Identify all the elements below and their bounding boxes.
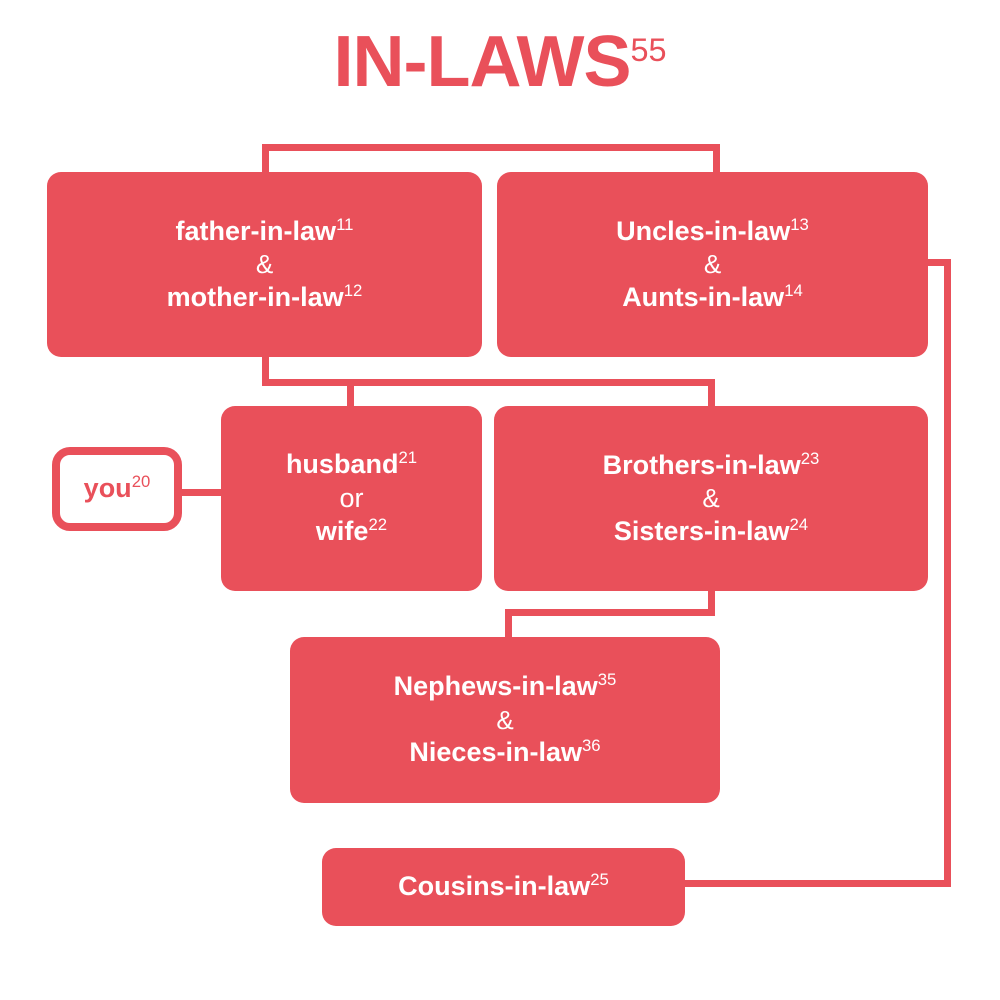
node-parents-conjunction: & xyxy=(255,249,274,280)
connector-cousins-horizontal xyxy=(680,880,951,887)
node-spouse-conjunction: or xyxy=(339,482,364,513)
connector-parents-drop xyxy=(262,350,269,386)
node-spouse-line1: husband21 xyxy=(285,448,418,480)
node-you-label: you20 xyxy=(83,472,151,504)
node-siblings-line1: Brothers-in-law23 xyxy=(602,448,820,480)
node-parents-in-law[interactable]: father-in-law11 & mother-in-law12 xyxy=(47,172,482,357)
connector-title-drop-left xyxy=(262,144,269,176)
connector-siblings-down xyxy=(708,584,715,616)
node-parents-line1: father-in-law11 xyxy=(175,214,354,246)
node-uncles-conjunction: & xyxy=(703,249,722,280)
connector-nephews-horizontal xyxy=(505,609,715,616)
connector-right-vertical xyxy=(944,259,951,887)
node-nephews-nieces-in-law[interactable]: Nephews-in-law35 & Nieces-in-law36 xyxy=(290,637,720,803)
node-nephews-line1: Nephews-in-law35 xyxy=(393,670,617,702)
node-parents-line2: mother-in-law12 xyxy=(166,280,363,312)
node-nephews-line2: Nieces-in-law36 xyxy=(409,736,601,768)
connector-siblings-drop xyxy=(708,379,715,411)
node-siblings-conjunction: & xyxy=(702,483,720,514)
node-siblings-line2: Sisters-in-law24 xyxy=(613,514,809,546)
connector-uncles-right-stub xyxy=(923,259,951,266)
node-nephews-conjunction: & xyxy=(496,704,514,735)
node-uncles-line2: Aunts-in-law14 xyxy=(622,280,803,312)
node-spouse-line2: wife22 xyxy=(315,515,388,547)
connector-spouse-drop xyxy=(347,379,354,411)
title-text: IN-LAWS xyxy=(333,22,632,102)
node-uncles-line1: Uncles-in-law13 xyxy=(616,214,809,246)
node-siblings-in-law[interactable]: Brothers-in-law23 & Sisters-in-law24 xyxy=(494,406,928,591)
node-cousins-label: Cousins-in-law25 xyxy=(398,870,609,902)
page-title: IN-LAWS55 xyxy=(0,26,1000,98)
connector-title-horizontal xyxy=(262,144,720,151)
node-cousins-in-law[interactable]: Cousins-in-law25 xyxy=(322,848,685,926)
connector-you-spouse xyxy=(178,489,230,496)
connector-title-drop-right xyxy=(713,144,720,176)
title-superscript: 55 xyxy=(630,32,667,68)
connector-nephews-drop xyxy=(505,609,512,643)
node-uncles-aunts-in-law[interactable]: Uncles-in-law13 & Aunts-in-law14 xyxy=(497,172,928,357)
node-spouse[interactable]: husband21 or wife22 xyxy=(221,406,482,591)
node-you[interactable]: you20 xyxy=(52,447,182,531)
connector-row2-horizontal xyxy=(262,379,715,386)
